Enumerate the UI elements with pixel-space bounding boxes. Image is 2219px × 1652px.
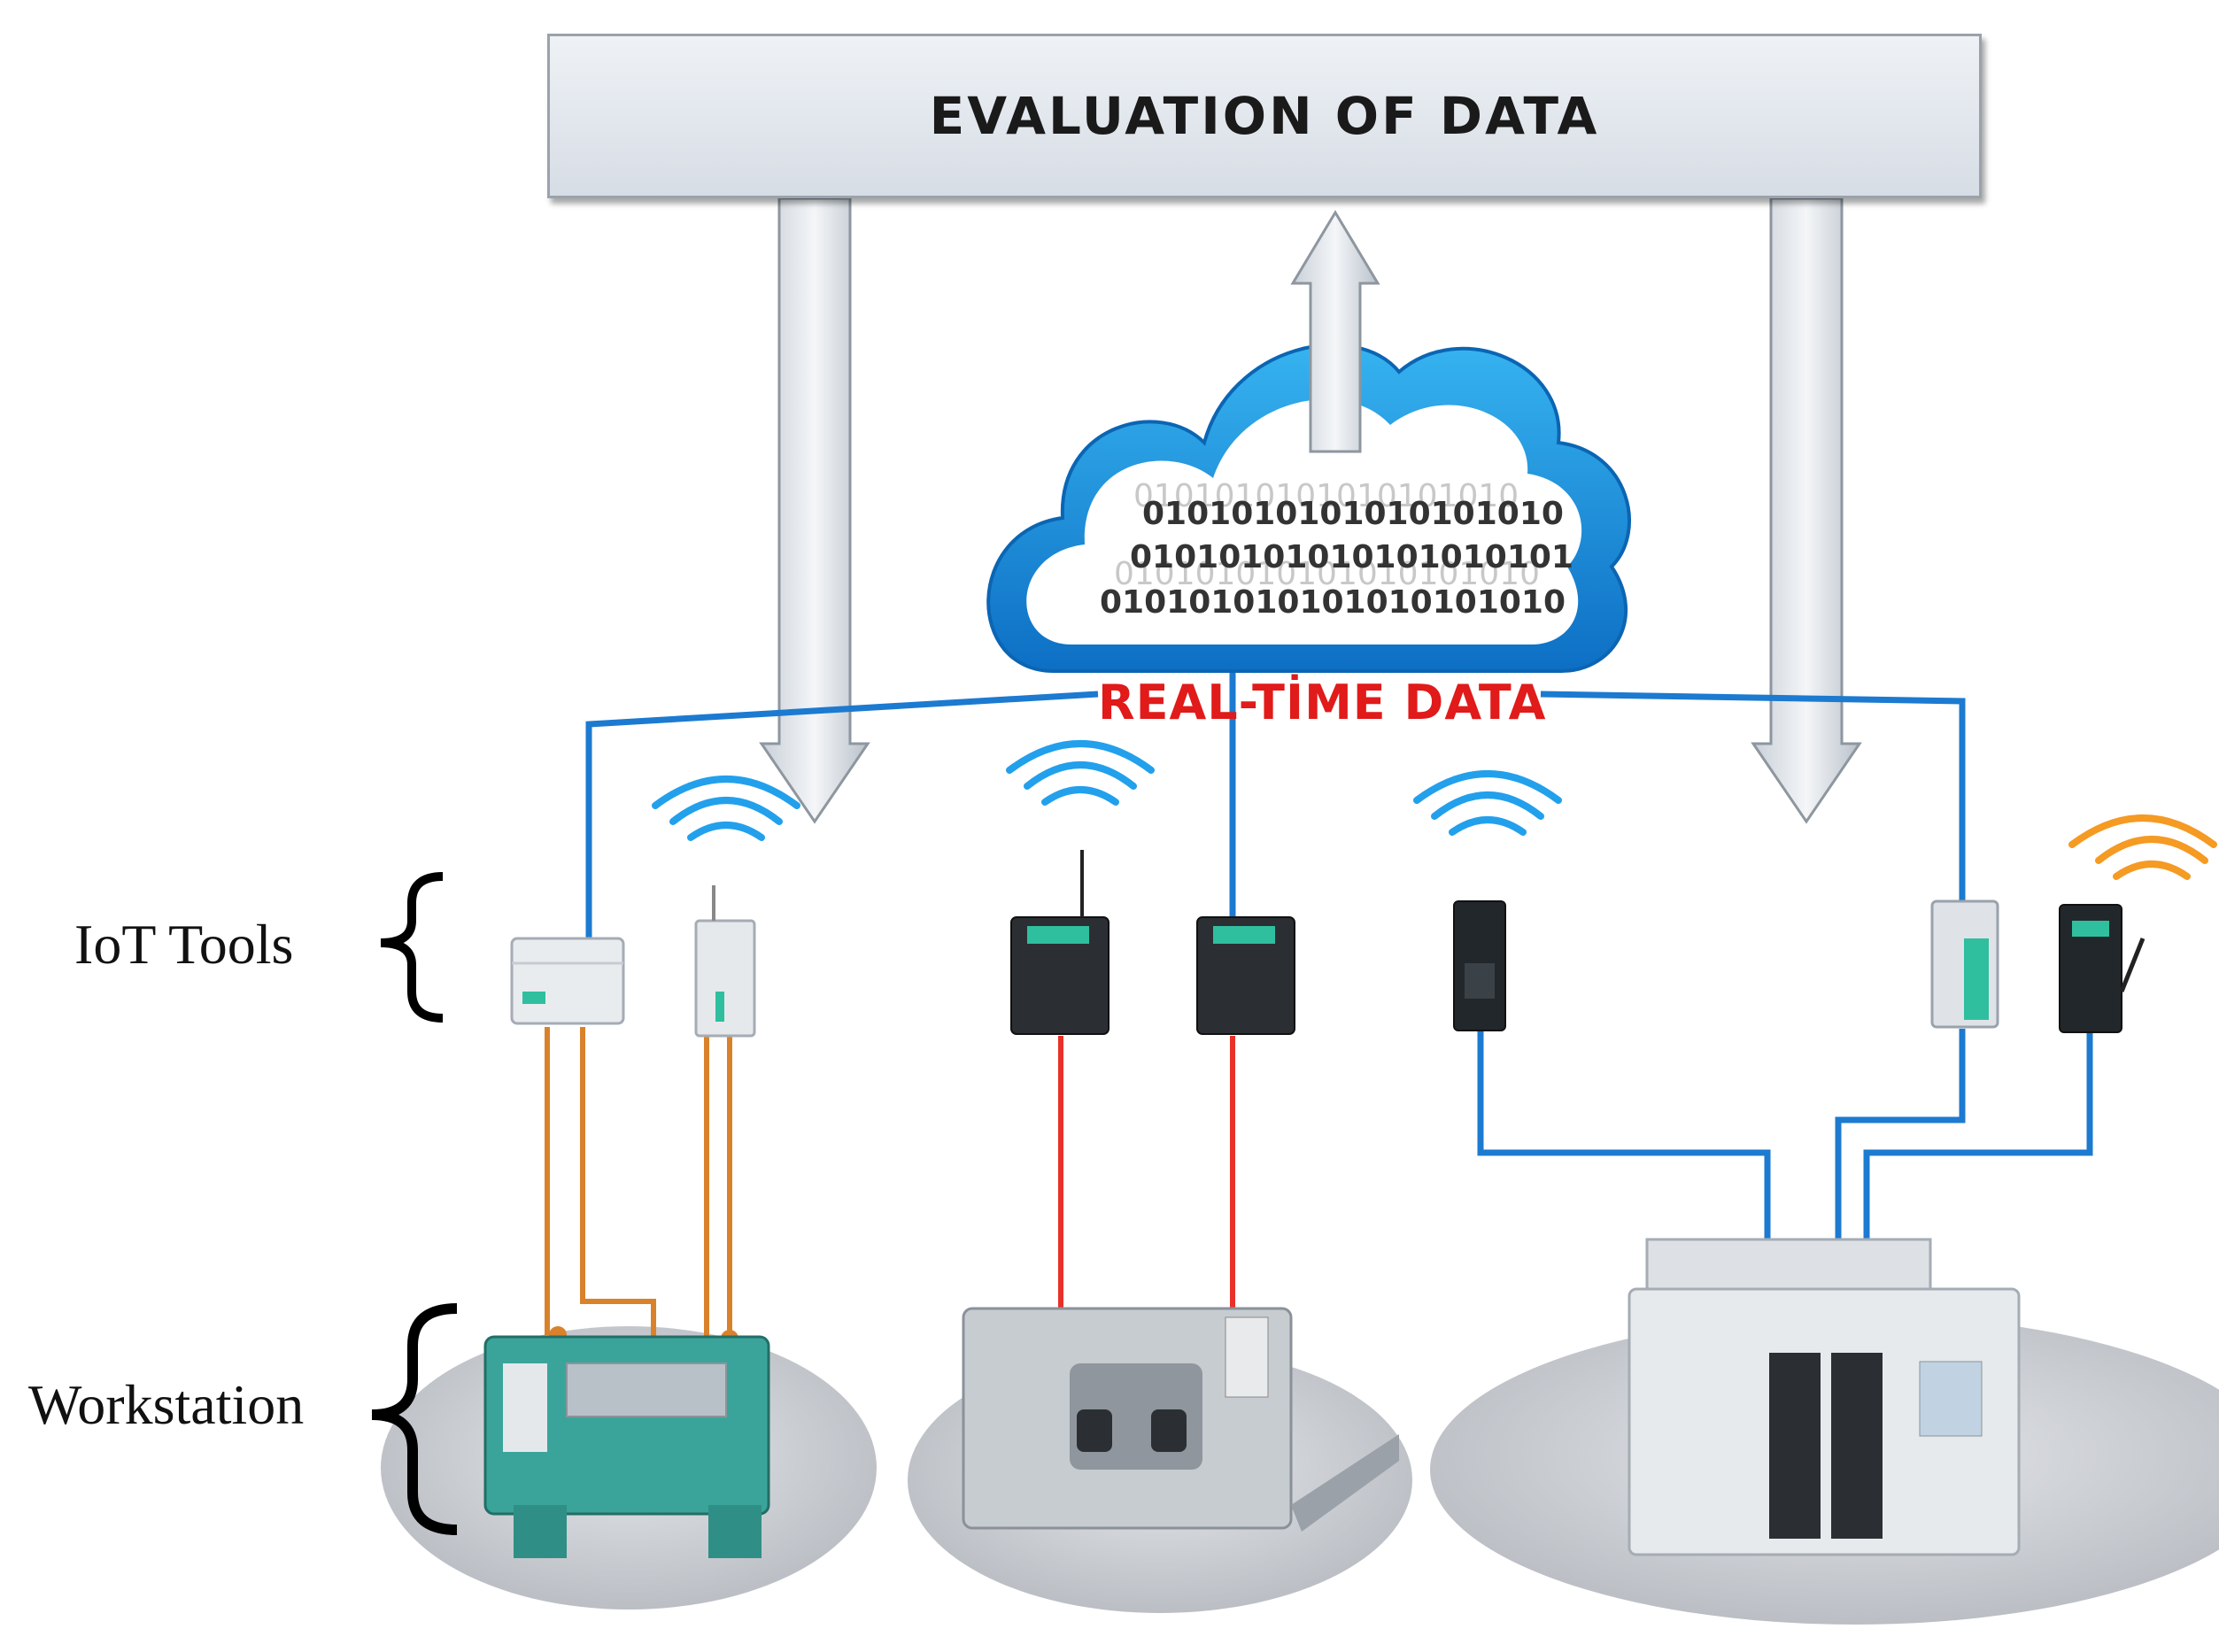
ethernet-adapter-device [1453, 900, 1506, 1031]
iot-tools-brace [380, 872, 444, 1023]
lathe-machine [483, 1335, 770, 1558]
svg-text:010101010101010101010: 010101010101010101010 [1114, 556, 1540, 592]
workstation-label: Workstation [28, 1373, 305, 1436]
workstation-brace [371, 1303, 458, 1535]
serial-links [1058, 1036, 1235, 1308]
wifi-icon-2 [1006, 740, 1155, 806]
arrow-down-left [759, 197, 870, 824]
arrow-down-right [1751, 197, 1862, 824]
real-time-data-label: REAL-TİME DATA [1098, 675, 1547, 730]
industrial-switch-device [1930, 899, 1999, 1029]
cloud-icon [986, 343, 1631, 674]
wireless-router-device [2059, 904, 2146, 1033]
wifi-icon-1 [652, 776, 800, 841]
svg-text:0101010101010101010: 0101010101010101010 [1133, 478, 1519, 514]
iot-tools-label: IoT Tools [74, 913, 294, 976]
plc-module-device [510, 937, 625, 1025]
wifi-icon-3 [1413, 770, 1562, 836]
binary-line-2: 01010101010101010101 [1130, 539, 1573, 575]
binary-line-1: 0101010101010101010 [1142, 496, 1564, 532]
arrow-up-center [1290, 210, 1380, 453]
cnc-lathe-machine [962, 1307, 1399, 1532]
din-rail-device [694, 885, 756, 1038]
evaluation-of-data-box: EVALUATION OF DATA [547, 34, 1982, 198]
network-links [585, 673, 2093, 1285]
serial-gateway-device-1 [1010, 850, 1110, 1035]
evaluation-title: EVALUATION OF DATA [929, 86, 1600, 146]
serial-gateway-device-2 [1196, 916, 1295, 1035]
wifi-icon-4 [2068, 814, 2217, 880]
io-wires [545, 1027, 738, 1356]
machining-center [1628, 1238, 2021, 1556]
binary-line-3: 010101010101010101010 [1100, 584, 1566, 621]
